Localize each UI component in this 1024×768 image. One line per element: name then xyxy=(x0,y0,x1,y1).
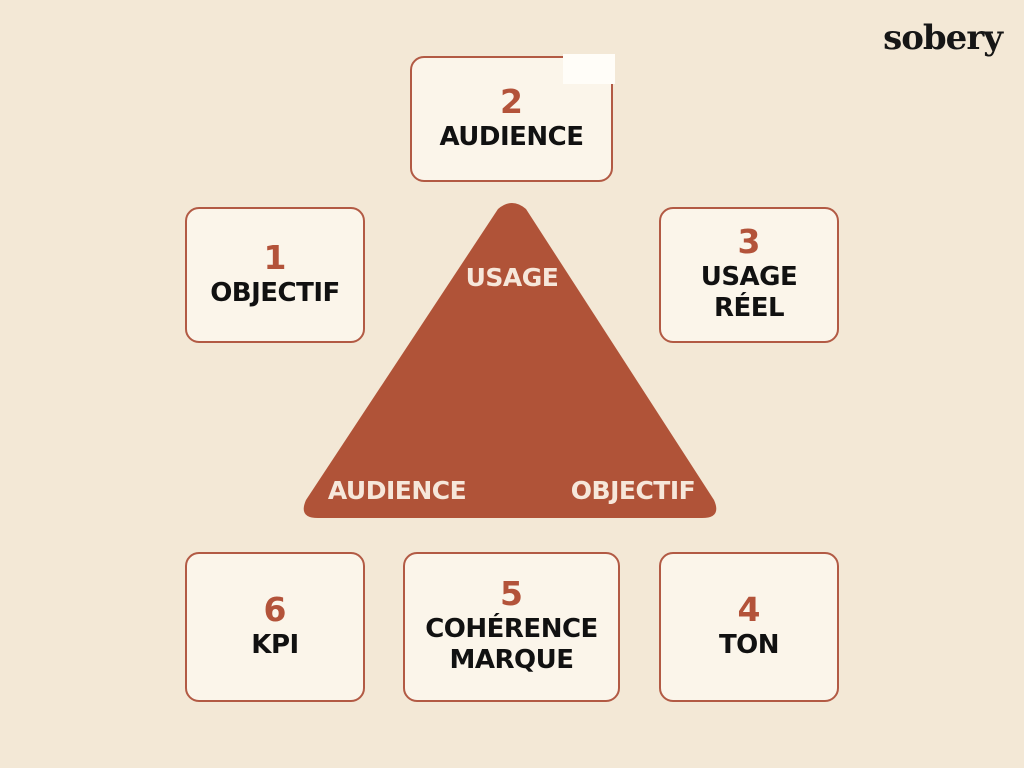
card-corner-highlight xyxy=(563,54,615,84)
step-number: 3 xyxy=(737,222,761,262)
triangle-label-left: AUDIENCE xyxy=(328,476,466,505)
step-label: AUDIENCE xyxy=(439,121,584,152)
step-card-usage-reel: 3 USAGE RÉEL xyxy=(659,207,839,343)
step-label: OBJECTIF xyxy=(210,277,340,308)
step-card-audience: 2 AUDIENCE xyxy=(410,56,613,182)
step-card-coherence-marque: 5 COHÉRENCE MARQUE xyxy=(403,552,620,702)
triangle-shape xyxy=(303,203,717,518)
step-number: 4 xyxy=(737,590,761,630)
step-label-line-1: COHÉRENCE xyxy=(425,614,598,645)
step-card-kpi: 6 KPI xyxy=(185,552,365,702)
step-label: KPI xyxy=(251,629,299,660)
step-card-objectif: 1 OBJECTIF xyxy=(185,207,365,343)
step-number: 2 xyxy=(500,82,523,122)
triangle-label-right: OBJECTIF xyxy=(571,476,695,505)
step-label-line-2: MARQUE xyxy=(449,645,575,676)
sobery-logo: sobery xyxy=(883,18,1003,58)
triangle-label-top: USAGE xyxy=(466,263,559,292)
step-label-line-1: USAGE xyxy=(700,262,798,293)
step-label-line-2: RÉEL xyxy=(713,293,785,324)
step-number: 5 xyxy=(500,574,523,614)
step-number: 6 xyxy=(263,590,287,630)
step-number: 1 xyxy=(263,238,287,278)
step-card-ton: 4 TON xyxy=(659,552,839,702)
step-label: TON xyxy=(718,629,780,660)
